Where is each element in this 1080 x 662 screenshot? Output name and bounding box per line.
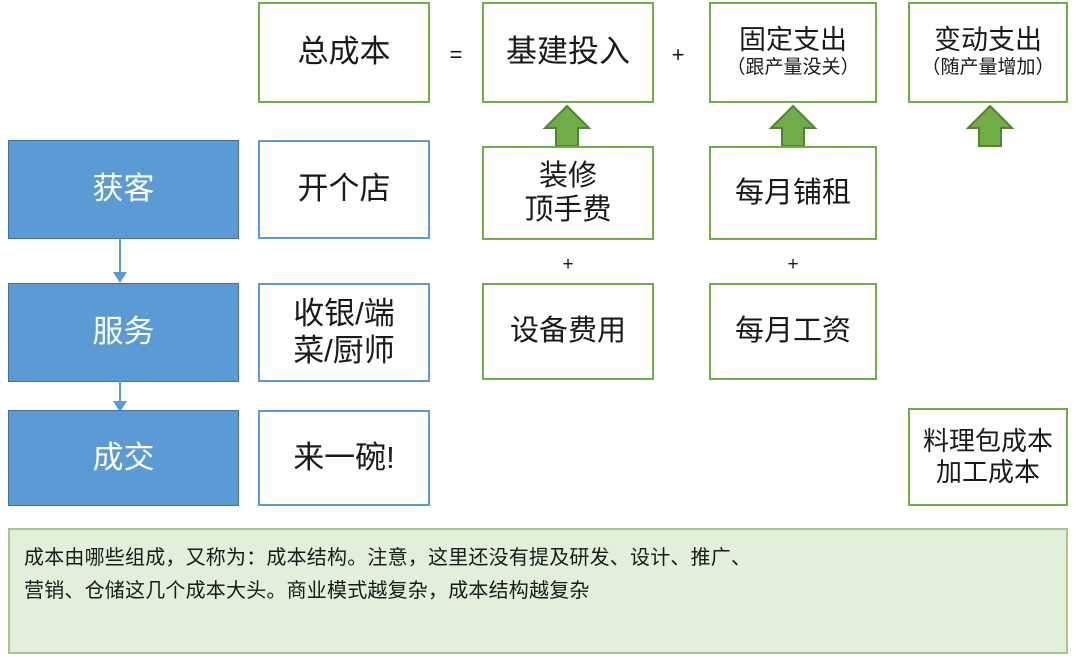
arrow-up-variable-icon (965, 104, 1015, 147)
operator-plus-top-label: + (671, 42, 685, 67)
capex-item-1-line1: 设备费用 (509, 315, 626, 348)
arrow-up-fixed-icon (768, 104, 818, 147)
example-box-2: 来一碗! (258, 410, 430, 506)
arrow-up-capex-icon (542, 104, 592, 147)
capex-item-0-line1: 装修 (538, 159, 597, 192)
capex-item-0-line2: 顶手费 (524, 194, 612, 226)
box-capex-label: 基建投入 (506, 34, 630, 70)
variable-item-0: 料理包成本 加工成本 (908, 408, 1068, 506)
variable-item-0-line1: 料理包成本 (922, 426, 1053, 457)
capex-item-1: 设备费用 (482, 283, 654, 380)
caption-line-2: 营销、仓储这几个成本大头。商业模式越复杂，成本结构越复杂 (24, 580, 590, 602)
operator-equals-label: = (449, 42, 463, 67)
fixed-item-1-line1: 每月工资 (734, 315, 851, 348)
funnel-stage-1: 服务 (8, 283, 239, 382)
example-box-0: 开个店 (258, 140, 430, 239)
operator-plus-capex: + (548, 253, 588, 275)
box-variable-cost-subtitle: （随产量增加） (921, 57, 1055, 79)
fixed-item-0: 每月铺租 (709, 146, 877, 240)
capex-item-0: 装修 顶手费 (482, 146, 654, 240)
funnel-stage-2-label: 成交 (92, 439, 155, 475)
example-box-1-line2: 菜/厨师 (293, 332, 395, 368)
operator-equals: = (436, 44, 476, 66)
arrow-down-funnel-1-icon (113, 381, 127, 412)
operator-plus-fixed: + (773, 253, 813, 275)
box-fixed-cost: 固定支出 （跟产量没关） (709, 2, 877, 103)
funnel-stage-0: 获客 (8, 140, 239, 239)
funnel-stage-2: 成交 (8, 410, 239, 506)
operator-plus-capex-label: + (562, 253, 574, 275)
box-variable-cost: 变动支出 （随产量增加） (908, 2, 1068, 103)
example-box-0-line1: 开个店 (297, 171, 391, 207)
example-box-1-line1: 收银/端 (293, 295, 395, 331)
arrow-down-funnel-0-icon (113, 238, 127, 283)
box-fixed-cost-subtitle: （跟产量没关） (726, 57, 860, 79)
box-variable-cost-title: 变动支出 (934, 25, 1042, 56)
operator-plus-fixed-label: + (787, 253, 799, 275)
box-total-cost: 总成本 (258, 2, 430, 103)
fixed-item-1: 每月工资 (709, 283, 877, 380)
box-fixed-cost-title: 固定支出 (739, 25, 847, 56)
example-box-2-line1: 来一碗! (293, 439, 395, 475)
funnel-stage-1-label: 服务 (92, 314, 155, 350)
caption-line-1: 成本由哪些组成，又称为：成本结构。注意，这里还没有提及研发、设计、推广、 (24, 547, 752, 569)
box-capex: 基建投入 (482, 2, 654, 103)
box-total-cost-label: 总成本 (297, 34, 391, 70)
fixed-item-0-line1: 每月铺租 (734, 176, 851, 209)
example-box-1: 收银/端 菜/厨师 (258, 283, 430, 382)
operator-plus-top: + (658, 44, 698, 66)
caption-panel: 成本由哪些组成，又称为：成本结构。注意，这里还没有提及研发、设计、推广、 营销、… (8, 528, 1068, 654)
variable-item-0-line2: 加工成本 (935, 457, 1040, 487)
funnel-stage-0-label: 获客 (92, 171, 155, 207)
